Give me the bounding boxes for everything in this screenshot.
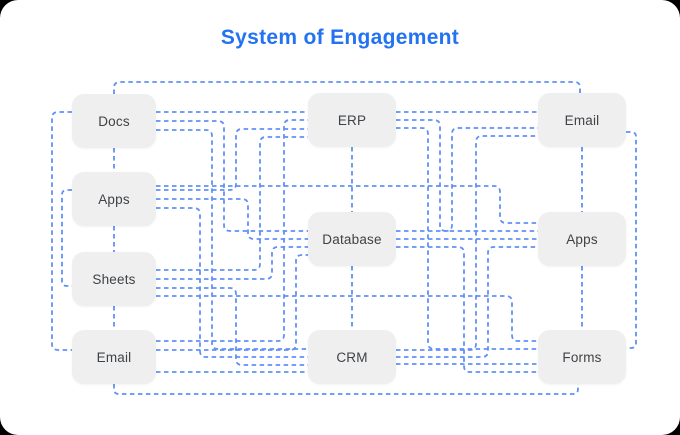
node-apps-left: Apps: [72, 172, 156, 226]
edge-email-left-to-forms: [113, 384, 579, 395]
node-label-email-right: Email: [564, 112, 600, 128]
edge-apps-left-to-crm: [156, 207, 308, 358]
edge-apps-left-to-erp: [156, 128, 308, 191]
edge-docs-to-email-right: [113, 81, 581, 94]
node-label-crm: CRM: [336, 349, 368, 365]
edge-sheets-to-erp: [156, 136, 308, 271]
edge-docs-to-database: [156, 120, 308, 232]
edge-erp-to-apps-right: [396, 119, 538, 232]
node-email-left: Email: [72, 330, 156, 384]
node-label-email-left: Email: [96, 349, 132, 365]
edge-email-left-to-database: [156, 254, 308, 351]
node-label-erp: ERP: [337, 112, 367, 128]
edge-sheets-to-crm: [156, 287, 308, 366]
node-erp: ERP: [308, 93, 396, 147]
edge-apps-left-to-apps-right: [156, 185, 538, 224]
edge-docs-to-email-left: [51, 111, 72, 351]
node-email-right: Email: [538, 93, 626, 147]
edge-apps-left-to-sheets: [61, 189, 72, 287]
node-label-apps-left: Apps: [98, 191, 130, 207]
edge-crm-to-email-right: [396, 135, 538, 351]
node-label-docs: Docs: [98, 113, 130, 129]
edge-sheets-to-forms: [156, 295, 538, 342]
diagram-title: System of Engagement: [220, 26, 460, 49]
node-label-apps-right: Apps: [566, 231, 598, 247]
edge-database-to-email-right: [396, 127, 538, 232]
node-apps-right: Apps: [538, 212, 626, 266]
node-label-database: Database: [322, 231, 382, 247]
edge-database-to-forms: [396, 246, 538, 373]
edge-email-left-to-erp: [156, 119, 308, 342]
node-label-forms: Forms: [562, 349, 602, 365]
edge-apps-left-to-database: [156, 198, 308, 240]
edge-docs-to-crm: [156, 129, 308, 350]
edge-crm-to-apps-right: [396, 246, 538, 358]
edge-email-right-to-forms: [626, 131, 637, 349]
node-sheets: Sheets: [72, 252, 156, 306]
node-docs: Docs: [72, 94, 156, 148]
node-database: Database: [308, 212, 396, 266]
node-crm: CRM: [308, 330, 396, 384]
node-forms: Forms: [538, 330, 626, 384]
node-label-sheets: Sheets: [92, 271, 136, 287]
edge-sheets-to-database: [156, 246, 308, 280]
